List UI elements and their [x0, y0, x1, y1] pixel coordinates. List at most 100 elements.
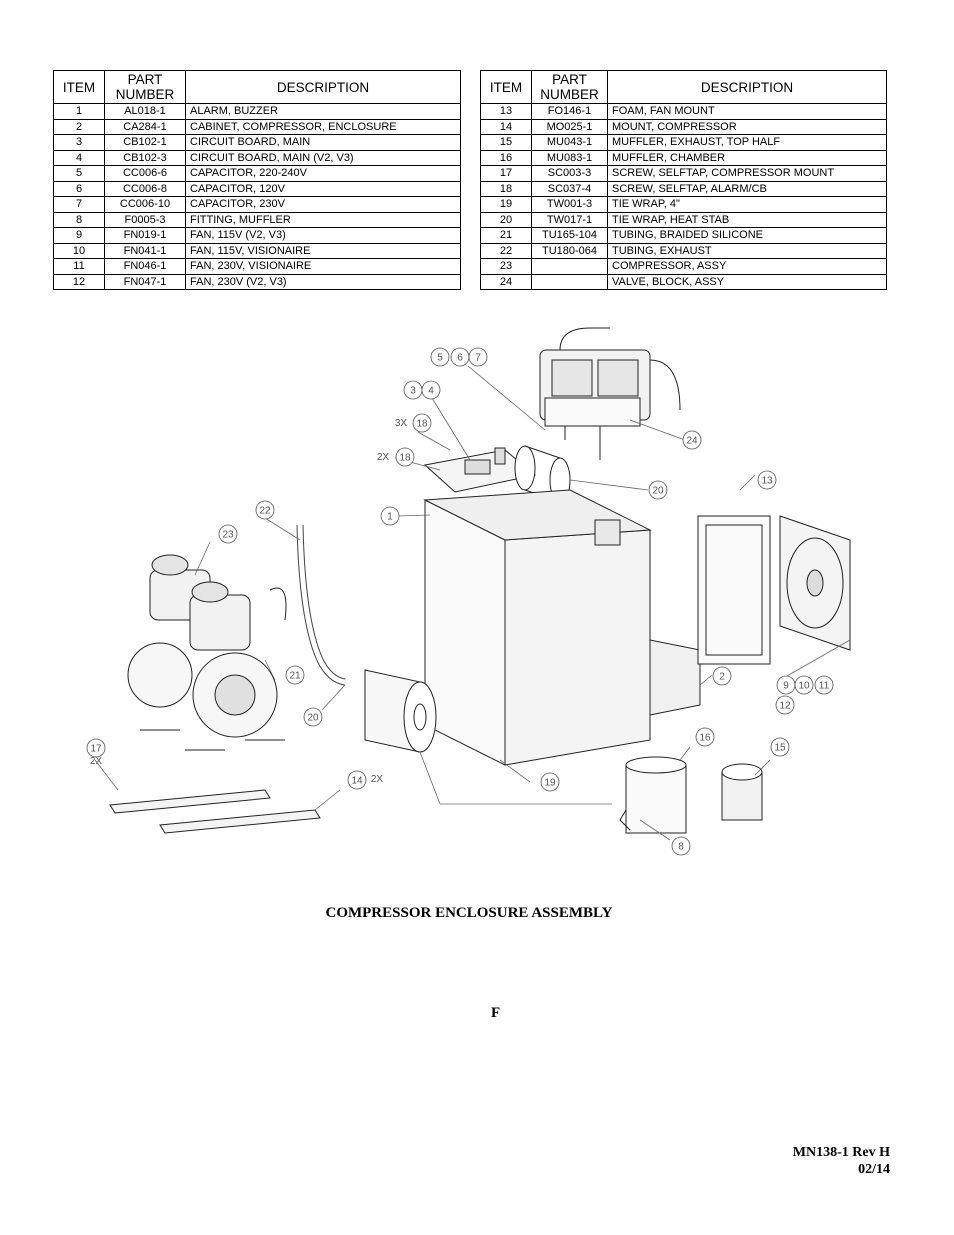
callout-number: 19 — [544, 778, 556, 789]
callout-number: 2 — [719, 672, 725, 683]
description-cell: MUFFLER, EXHAUST, TOP HALF — [607, 134, 887, 151]
callout-number: 13 — [761, 476, 773, 487]
callout-circle — [757, 470, 777, 490]
callout-number: 24 — [686, 436, 698, 447]
callout-number: 21 — [289, 671, 301, 682]
foam-mount-drawing — [697, 515, 771, 665]
item-cell: 19 — [480, 196, 532, 213]
callout-circle — [380, 506, 400, 526]
description-cell: CIRCUIT BOARD, MAIN (V2, V3) — [185, 149, 461, 166]
part-number-cell: CB102-1 — [104, 134, 186, 151]
part-number-cell: CB102-3 — [104, 149, 186, 166]
col-header-description: DESCRIPTION — [185, 70, 461, 104]
description-cell: CAPACITOR, 220-240V — [185, 165, 461, 182]
description-cell: CAPACITOR, 230V — [185, 196, 461, 213]
description-cell: FAN, 115V, VISIONAIRE — [185, 242, 461, 259]
item-cell: 4 — [53, 149, 105, 166]
item-cell: 6 — [53, 180, 105, 197]
description-cell: SCREW, SELFTAP, COMPRESSOR MOUNT — [607, 165, 887, 182]
col-header-item: ITEM — [480, 70, 532, 104]
part-number-cell: MU043-1 — [531, 134, 608, 151]
item-cell: 17 — [480, 165, 532, 182]
callout-circle — [712, 666, 732, 686]
callout-number: 17 — [90, 744, 102, 755]
col-header-item: ITEM — [53, 70, 105, 104]
item-cell: 21 — [480, 227, 532, 244]
callout-number: 12 — [779, 701, 791, 712]
exploded-assembly-drawing: 5673418182420113222322191011122016151714… — [86, 327, 851, 856]
callout-circle — [421, 380, 441, 400]
part-number-cell: TW017-1 — [531, 211, 608, 228]
callout-circle — [814, 675, 834, 695]
part-number-cell: FO146-1 — [531, 103, 608, 120]
item-cell: 18 — [480, 180, 532, 197]
callout-circle — [468, 347, 488, 367]
document-date: 02/14 — [858, 1162, 890, 1177]
callout-number: 23 — [222, 530, 234, 541]
part-number-cell: CC006-10 — [104, 196, 186, 213]
callout-number: 18 — [416, 419, 428, 430]
callout-number: 5 — [437, 353, 443, 364]
callout-number: 11 — [819, 681, 830, 692]
description-cell: FITTING, MUFFLER — [185, 211, 461, 228]
quantity-mark: 2X — [377, 452, 390, 463]
callout-number: 10 — [798, 681, 810, 692]
description-cell: ALARM, BUZZER — [185, 103, 461, 120]
callout-circle — [648, 480, 668, 500]
callout-number: 6 — [457, 353, 463, 364]
description-cell: SCREW, SELFTAP, ALARM/CB — [607, 180, 887, 197]
description-cell: TUBING, EXHAUST — [607, 242, 887, 259]
callout-circle — [775, 695, 795, 715]
callout-number: 16 — [699, 733, 711, 744]
quantity-mark: 2X — [371, 774, 384, 785]
quantity-mark: 2X — [90, 756, 103, 767]
item-cell: 2 — [53, 118, 105, 135]
part-number-cell: TW001-3 — [531, 196, 608, 213]
callout-circle — [285, 665, 305, 685]
callout-number: 3 — [410, 386, 416, 397]
item-cell: 12 — [53, 273, 105, 290]
muffler-chamber-drawing — [364, 669, 437, 753]
part-number-cell: FN047-1 — [104, 273, 186, 290]
callout-circle — [770, 737, 790, 757]
valve-block-drawing — [539, 327, 681, 460]
part-number-cell — [531, 273, 608, 290]
compressor-drawing — [127, 554, 287, 751]
muffler-exhaust-drawing — [619, 756, 763, 834]
item-cell: 7 — [53, 196, 105, 213]
part-number-cell: TU180-064 — [531, 242, 608, 259]
page-letter: F — [491, 1005, 501, 1021]
compressor-mounts-drawing — [109, 789, 321, 834]
callout-circle — [682, 430, 702, 450]
callout-number: 22 — [259, 506, 271, 517]
part-number-cell: MU083-1 — [531, 149, 608, 166]
callout-circle — [540, 772, 560, 792]
callout-circle — [430, 347, 450, 367]
part-number-cell: SC003-3 — [531, 165, 608, 182]
description-cell: CIRCUIT BOARD, MAIN — [185, 134, 461, 151]
quantity-mark: 3X — [395, 418, 408, 429]
item-cell: 9 — [53, 227, 105, 244]
item-cell: 3 — [53, 134, 105, 151]
fan-drawing — [779, 515, 851, 651]
item-cell: 1 — [53, 103, 105, 120]
figure-caption: COMPRESSOR ENCLOSURE ASSEMBLY — [325, 905, 613, 921]
col-header-description: DESCRIPTION — [607, 70, 887, 104]
part-number-cell — [531, 258, 608, 275]
description-cell: MOUNT, COMPRESSOR — [607, 118, 887, 135]
item-cell: 11 — [53, 258, 105, 275]
description-cell: FAN, 230V (V2, V3) — [185, 273, 461, 290]
callout-number: 9 — [783, 681, 789, 692]
part-number-cell: TU165-104 — [531, 227, 608, 244]
item-cell: 22 — [480, 242, 532, 259]
